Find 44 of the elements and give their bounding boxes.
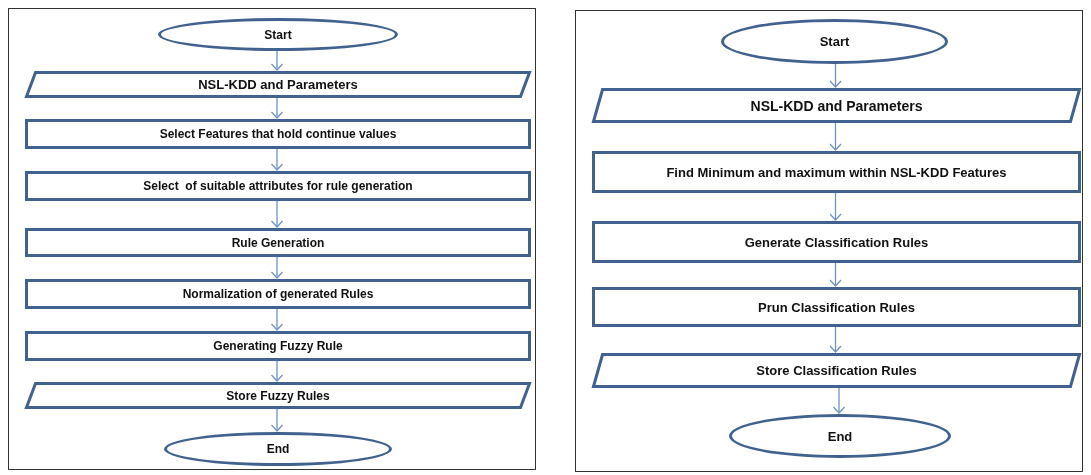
input-output-parallelogram	[25, 71, 531, 98]
step-label: End	[266, 442, 290, 456]
arrow	[829, 325, 842, 353]
input-output-parallelogram	[592, 353, 1081, 388]
step-label: NSL-KDD and Parameters	[750, 97, 923, 114]
input-output-parallelogram	[592, 88, 1081, 123]
arrow	[832, 386, 846, 414]
arrow	[270, 49, 284, 71]
step-label: Prun Classification Rules	[758, 299, 915, 315]
arrow	[829, 121, 842, 151]
step-label: End	[827, 428, 853, 444]
step-label: NSL-KDD and Parameters	[198, 77, 358, 92]
arrow	[270, 255, 284, 279]
step-label: Select Features that hold continue values	[159, 127, 397, 141]
process-box	[25, 331, 531, 361]
frame-panel	[575, 10, 1083, 472]
arrow	[270, 96, 284, 119]
step-label: Generate Classification Rules	[744, 234, 929, 250]
process-box	[25, 171, 531, 201]
process-box	[25, 119, 531, 149]
step-label: Start	[264, 27, 292, 42]
step-label: Store Fuzzy Rules	[226, 388, 330, 403]
step-label: Generating Fuzzy Rule	[213, 339, 343, 353]
frame-panel	[8, 8, 536, 470]
arrow	[270, 307, 284, 331]
arrow	[270, 199, 284, 228]
arrow	[829, 191, 842, 221]
process-box	[592, 287, 1081, 327]
process-box	[592, 221, 1081, 263]
arrow	[829, 62, 842, 88]
step-label: Normalization of generated Rules	[182, 287, 374, 301]
input-output-parallelogram	[25, 382, 531, 409]
step-label: Select of suitable attributes for rule generation	[143, 179, 413, 193]
process-box	[25, 228, 531, 257]
arrow	[829, 261, 842, 287]
arrow	[270, 359, 284, 382]
arrow	[270, 147, 284, 171]
process-box	[592, 151, 1081, 193]
step-label: Store Classification Rules	[756, 363, 917, 378]
process-box	[25, 279, 531, 309]
step-label: Start	[819, 34, 850, 49]
arrow	[270, 407, 284, 432]
step-label: Rule Generation	[231, 235, 325, 250]
step-label: Find Minimum and maximum within NSL-KDD Features	[666, 164, 1007, 180]
